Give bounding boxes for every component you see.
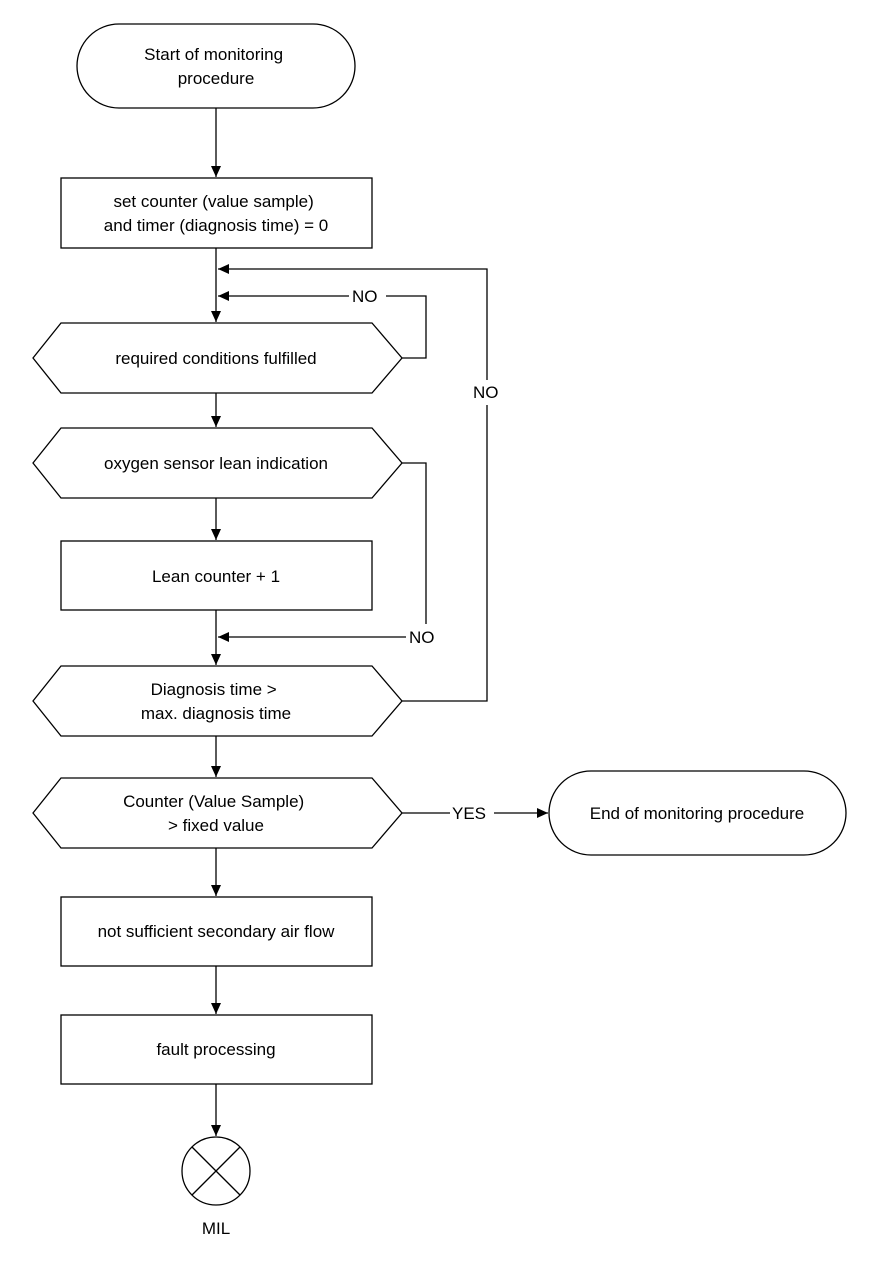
init-process bbox=[60, 177, 373, 249]
end-terminal bbox=[548, 770, 847, 856]
mil-lamp-icon bbox=[181, 1136, 251, 1206]
start-terminal bbox=[76, 23, 356, 109]
start-terminal-text: Start of monitoring procedure bbox=[144, 45, 288, 88]
loop-conditions-no bbox=[386, 295, 427, 359]
loop-diag-time-no-upper bbox=[218, 264, 488, 380]
conditions-decision bbox=[32, 322, 403, 394]
conditions-decision-text: required conditions fulfilled bbox=[115, 349, 316, 368]
fault-processing-process-text: fault processing bbox=[156, 1040, 275, 1059]
counter-decision-text: Counter (Value Sample) > fixed value bbox=[123, 792, 309, 835]
end-terminal-text: End of monitoring procedure bbox=[590, 804, 805, 823]
diag-time-decision-text: Diagnosis time > max. diagnosis time bbox=[141, 680, 291, 723]
init-process-text: set counter (value sample) and timer (di… bbox=[104, 192, 328, 235]
loop-lean-no bbox=[402, 462, 427, 624]
label-no-conditions: NO bbox=[352, 287, 378, 306]
counter-decision bbox=[32, 777, 403, 849]
label-yes-counter: YES bbox=[452, 804, 486, 823]
diag-time-decision bbox=[32, 665, 403, 737]
insufficient-airflow-process-text: not sufficient secondary air flow bbox=[98, 922, 336, 941]
mil-label: MIL bbox=[202, 1219, 230, 1238]
lean-counter-process-text: Lean counter + 1 bbox=[152, 567, 280, 586]
label-no-lean: NO bbox=[409, 628, 435, 647]
lean-indication-decision bbox=[32, 427, 403, 499]
lean-indication-decision-text: oxygen sensor lean indication bbox=[104, 454, 328, 473]
fault-processing-process bbox=[60, 1014, 373, 1085]
lean-counter-process bbox=[60, 540, 373, 611]
loop-diag-time-no bbox=[402, 405, 488, 702]
label-no-diag-time: NO bbox=[473, 383, 499, 402]
